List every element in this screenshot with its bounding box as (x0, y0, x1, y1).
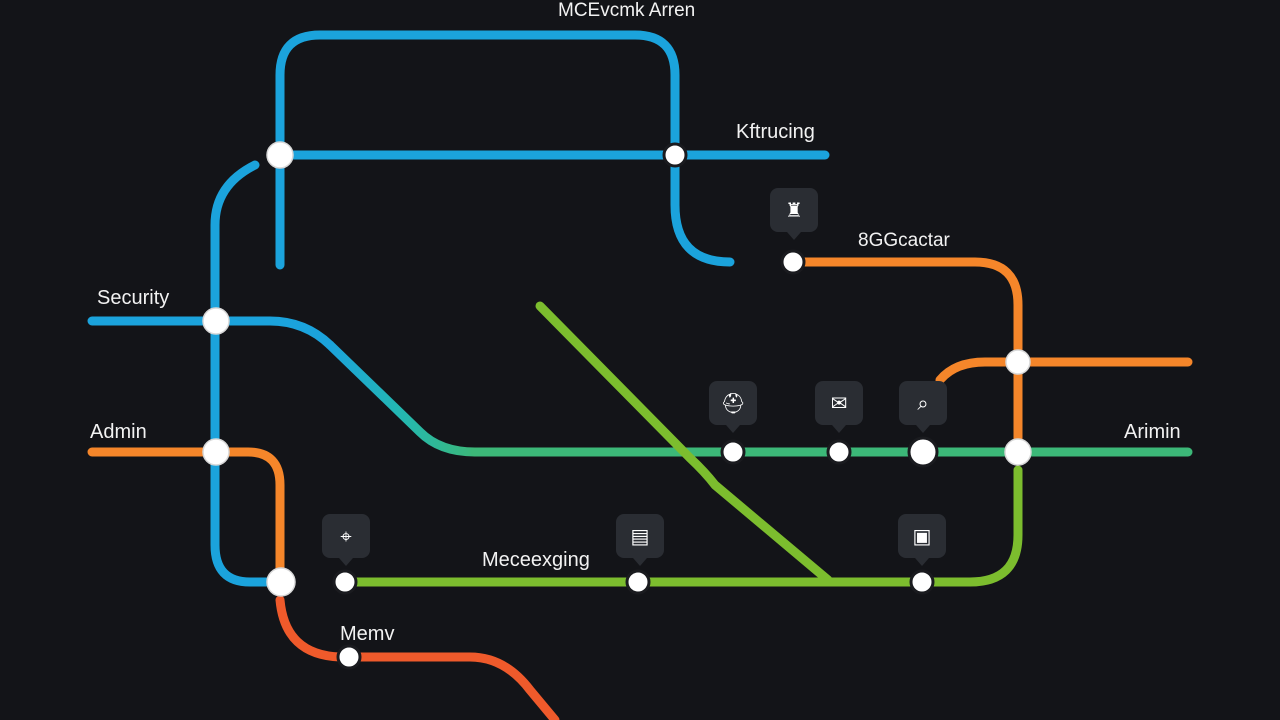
station-security[interactable] (202, 307, 230, 335)
route-security-descent (325, 340, 480, 457)
station-search[interactable] (907, 436, 939, 468)
label-sgcacctar: 8GGcactar (858, 230, 951, 251)
pin-search[interactable]: ⌕ (899, 381, 947, 433)
route-blue-horizontal (210, 160, 285, 587)
label-title: MCEvcmk Arren (558, 0, 695, 21)
label-admin-left: Admin (90, 421, 147, 443)
route-lime-diagonal (535, 301, 833, 585)
station-sgcacctar[interactable] (780, 249, 806, 275)
station-book[interactable] (625, 569, 651, 595)
label-memv: Memv (340, 623, 394, 645)
station-admin-left[interactable] (202, 438, 230, 466)
route-blue-loop (275, 30, 735, 270)
route-orange-upper (790, 257, 1023, 457)
route-security (87, 316, 335, 350)
station-map-pin[interactable] (332, 569, 358, 595)
station-orange-branch[interactable] (1005, 349, 1031, 375)
station-top-right[interactable] (662, 142, 688, 168)
map-pin-icon: ⌖ (340, 524, 351, 548)
label-admin-right: Arimin (1124, 421, 1181, 443)
helmet-icon: ⛑ (720, 391, 745, 415)
station-interchange-bottom-left[interactable] (266, 567, 296, 597)
route-memv (275, 595, 560, 720)
pin-mail[interactable]: ✉ (815, 381, 863, 433)
label-security: Security (97, 287, 169, 309)
dashboard-icon: ▣ (913, 524, 932, 548)
label-messaging: Meceexging (482, 549, 590, 571)
station-helmet[interactable] (720, 439, 746, 465)
pin-map[interactable]: ⌖ (322, 514, 370, 566)
station-admin-right[interactable] (1004, 438, 1032, 466)
route-orange-branch (935, 357, 1193, 385)
route-messaging (340, 465, 1023, 587)
pin-dashboard[interactable]: ▣ (898, 514, 946, 566)
route-admin-orange (87, 447, 285, 585)
station-dashboard[interactable] (909, 569, 935, 595)
book-icon: ▤ (631, 524, 650, 548)
pin-service[interactable]: ♜ (770, 188, 818, 240)
station-mail[interactable] (826, 439, 852, 465)
search-icon: ⌕ (917, 391, 928, 415)
station-memv[interactable] (336, 644, 362, 670)
pin-book[interactable]: ▤ (616, 514, 664, 566)
mail-icon: ✉ (831, 391, 848, 415)
service-icon: ♜ (785, 198, 803, 222)
station-interchange-top-left[interactable] (266, 141, 294, 169)
pin-helmet[interactable]: ⛑ (709, 381, 757, 433)
label-kftrucing: Kftrucing (736, 121, 815, 143)
